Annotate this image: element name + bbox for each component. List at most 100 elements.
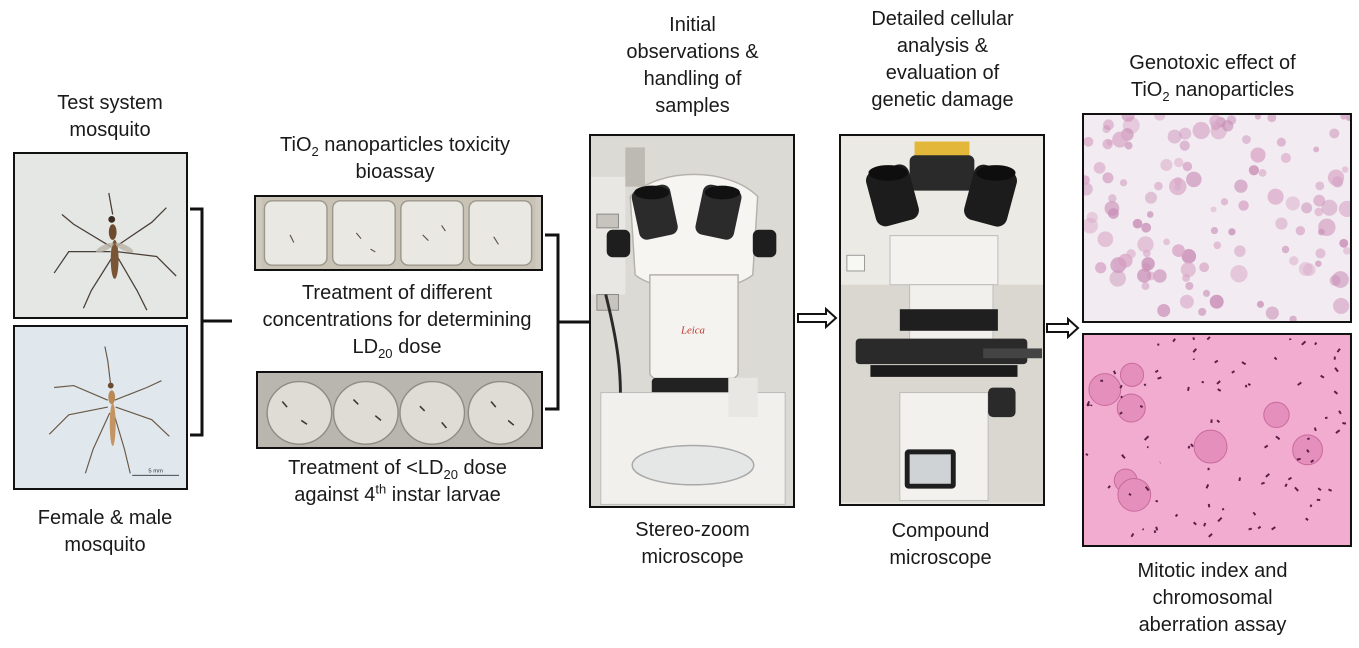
- chromosome: [1157, 376, 1162, 380]
- chromosome: [1217, 516, 1223, 523]
- chromosome: [1216, 380, 1221, 385]
- chromosome: [1130, 532, 1135, 538]
- cell: [1095, 262, 1107, 274]
- cell: [1182, 274, 1191, 282]
- cell: [1315, 260, 1322, 267]
- mitotic-index-caption: Mitotic index and chromosomal aberration…: [1137, 560, 1288, 636]
- brand-logo: Leica: [680, 325, 705, 337]
- cell: [1146, 211, 1154, 218]
- chromosome: [1273, 356, 1278, 361]
- chromosome: [1155, 526, 1159, 531]
- cell: [1313, 194, 1326, 207]
- chromosome: [1172, 338, 1176, 343]
- chromosome: [1284, 483, 1288, 488]
- chromosome: [1142, 528, 1145, 531]
- chromosome: [1313, 427, 1317, 432]
- chromosome: [1121, 454, 1126, 459]
- cell: [1321, 199, 1338, 216]
- cell: [1163, 238, 1170, 246]
- cell: [1126, 249, 1136, 259]
- cell: [1102, 172, 1114, 184]
- cell: [1198, 307, 1207, 316]
- cell: [1141, 282, 1150, 291]
- cell: [1281, 245, 1290, 254]
- chromosome: [1206, 336, 1211, 341]
- cell: [1234, 179, 1248, 193]
- cell: [1102, 125, 1111, 134]
- chromosome: [1187, 445, 1191, 449]
- chromosome: [1320, 374, 1325, 379]
- cell: [1210, 206, 1217, 213]
- cell: [1153, 269, 1167, 283]
- cell: [1250, 147, 1266, 163]
- cell: [1295, 225, 1306, 236]
- chromosome: [1260, 481, 1265, 485]
- cell: [1182, 161, 1193, 172]
- stereo-zoom-caption: Stereo-zoom microscope: [635, 519, 750, 568]
- chromosome: [1257, 525, 1262, 530]
- chromosome: [1342, 422, 1347, 425]
- chromosome: [1174, 513, 1179, 518]
- chromosome: [1190, 443, 1194, 448]
- nucleus: [1119, 362, 1145, 387]
- cell: [1097, 231, 1114, 248]
- chromosome: [1336, 348, 1341, 353]
- cell: [1154, 115, 1166, 121]
- cell: [1109, 270, 1126, 287]
- chromosome: [1143, 435, 1150, 441]
- chromosome: [1128, 492, 1132, 497]
- cell: [1339, 238, 1349, 248]
- micrograph-illustration: [1084, 115, 1350, 321]
- cell: [1186, 171, 1202, 188]
- cell: [1315, 248, 1326, 259]
- cell: [1093, 161, 1106, 174]
- cell: [1329, 128, 1340, 139]
- micrograph-illustration: [1084, 335, 1350, 545]
- chromosome: [1144, 486, 1150, 492]
- cell: [1313, 146, 1320, 153]
- chromosome: [1119, 384, 1123, 389]
- chromosome: [1143, 383, 1147, 387]
- compound-microscope-image: [839, 134, 1045, 506]
- chromosome: [1192, 358, 1196, 361]
- cell: [1179, 127, 1192, 140]
- cell: [1144, 191, 1157, 204]
- chromosome: [1310, 459, 1315, 463]
- cell: [1086, 211, 1098, 224]
- chromosome: [1306, 449, 1310, 453]
- cell: [1160, 159, 1173, 172]
- cell: [1331, 271, 1349, 288]
- cell: [1298, 261, 1313, 276]
- cell: [1202, 289, 1211, 297]
- cell: [1113, 257, 1127, 271]
- cell: [1234, 245, 1246, 257]
- cell: [1181, 248, 1197, 264]
- micrograph-chromosomes-image: [1082, 333, 1352, 547]
- cell: [1209, 115, 1222, 128]
- cell: [1179, 140, 1190, 151]
- genotoxic-effect-title: Genotoxic effect of TiO2 nanoparticles: [1129, 52, 1296, 104]
- cell: [1084, 182, 1093, 196]
- chromosome: [1334, 367, 1339, 373]
- cell: [1265, 306, 1279, 320]
- chromosome: [1275, 435, 1281, 441]
- cell: [1199, 262, 1210, 273]
- chromosome: [1328, 488, 1333, 492]
- chromosome: [1119, 411, 1123, 415]
- test-system-title: Test system mosquito: [57, 92, 163, 141]
- chromosome: [1247, 383, 1251, 386]
- cell: [1112, 131, 1129, 148]
- cell: [1137, 236, 1154, 253]
- cell: [1108, 194, 1117, 203]
- nucleus: [1116, 393, 1146, 423]
- cell: [1285, 196, 1300, 211]
- chromosome: [1314, 341, 1318, 346]
- cell: [1256, 300, 1264, 308]
- cell: [1222, 120, 1234, 132]
- cell: [1314, 207, 1324, 217]
- chromosome: [1192, 337, 1195, 341]
- chromosome: [1231, 370, 1235, 374]
- compound-microscope-illustration: [841, 137, 1043, 503]
- cell: [1338, 200, 1350, 218]
- female-mosquito-image: [13, 152, 188, 319]
